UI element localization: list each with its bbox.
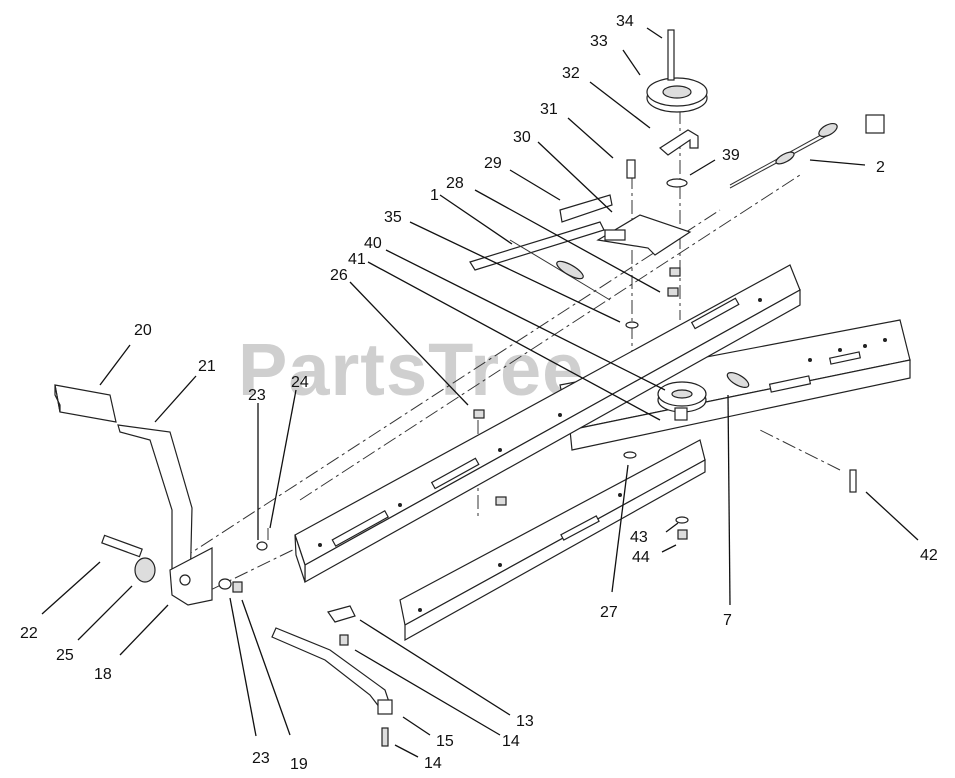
callout-2: 2 [876, 159, 885, 176]
hardware [473, 267, 857, 540]
callout-13: 13 [516, 713, 534, 730]
callout-21: 21 [198, 358, 216, 375]
callout-22: 22 [20, 625, 38, 642]
frame-rail-left [294, 264, 801, 584]
callout-23-upper: 23 [248, 387, 266, 404]
callout-28: 28 [446, 175, 464, 192]
brake-rod [271, 605, 393, 747]
callout-39: 39 [722, 147, 740, 164]
callout-25: 25 [56, 647, 74, 664]
idler-pulley-lower [657, 372, 750, 421]
frame-rail-front [399, 439, 706, 642]
callout-26: 26 [330, 267, 348, 284]
idler-pulley-upper [626, 29, 708, 188]
callout-33: 33 [590, 33, 608, 50]
watermark-text: PartsTree [238, 328, 584, 411]
idler-bracket [469, 194, 692, 271]
callout-40: 40 [364, 235, 382, 252]
callout-labels: 34 33 32 31 39 2 30 29 28 1 35 40 41 26 … [20, 13, 938, 773]
callout-44: 44 [632, 549, 650, 566]
callout-27: 27 [600, 604, 618, 621]
callout-34: 34 [616, 13, 634, 30]
callout-14-upper: 14 [502, 733, 520, 750]
callout-1: 1 [430, 187, 439, 204]
callout-20: 20 [134, 322, 152, 339]
callout-41: 41 [348, 251, 366, 268]
spring [509, 239, 611, 301]
callout-23-lower: 23 [252, 750, 270, 767]
callout-14-lower: 14 [424, 755, 442, 772]
callout-7: 7 [723, 612, 732, 629]
callout-29: 29 [484, 155, 502, 172]
cable [729, 114, 885, 189]
callout-35: 35 [384, 209, 402, 226]
callout-15: 15 [436, 733, 454, 750]
callout-43: 43 [630, 529, 648, 546]
callout-24: 24 [291, 374, 309, 391]
brake-pedal [54, 384, 269, 606]
callout-30: 30 [513, 129, 531, 146]
callout-32: 32 [562, 65, 580, 82]
callout-18: 18 [94, 666, 112, 683]
callout-42: 42 [920, 547, 938, 564]
callout-19: 19 [290, 756, 308, 773]
leader-lines [41, 27, 919, 758]
callout-31: 31 [540, 101, 558, 118]
